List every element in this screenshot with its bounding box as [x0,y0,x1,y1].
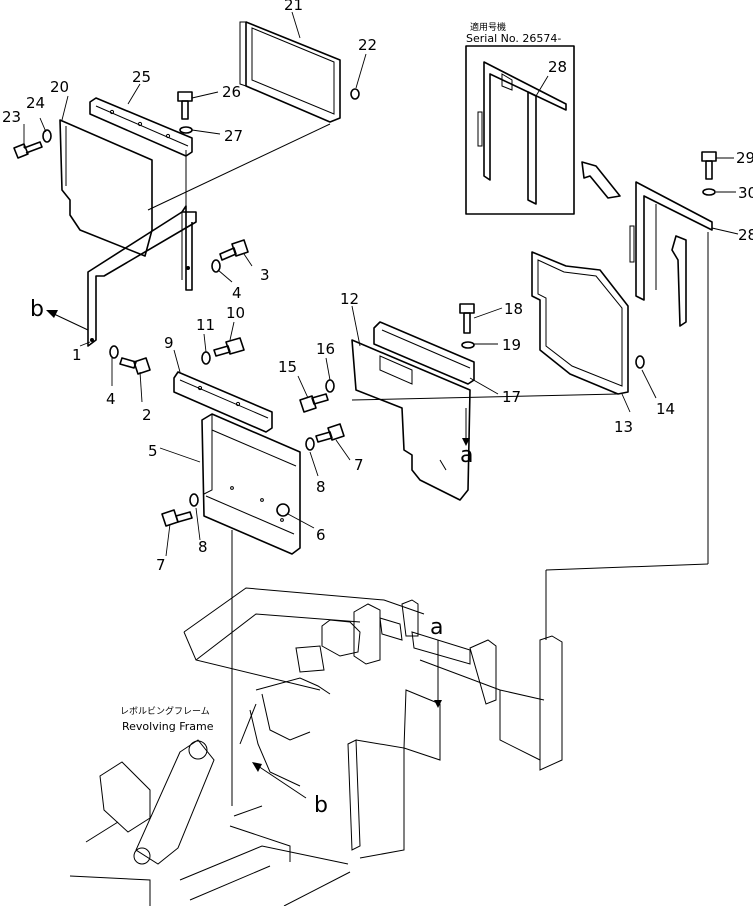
washer-8a [305,437,315,451]
connection-lines [46,123,709,806]
callout-28a: 28 [548,58,567,76]
callout-3: 3 [260,266,270,284]
ref-letter-b-bottom: b [314,793,328,818]
bolt-18 [459,303,475,334]
callout-8b: 8 [198,538,208,556]
callout-2: 2 [142,406,152,424]
callout-17: 17 [502,388,521,406]
callout-15: 15 [278,358,297,376]
washer-16 [325,379,335,393]
cover-plate-5 [201,413,301,555]
callout-21: 21 [284,0,303,14]
callout-24: 24 [26,94,45,112]
gasket-panel-13 [531,251,629,395]
callout-27: 27 [224,127,243,145]
serial-inset-box [465,45,575,215]
callout-10: 10 [226,304,245,322]
bolt-10 [213,337,245,357]
cover-plate-12 [351,339,471,501]
washer-11 [201,351,211,365]
gasket-panel-21 [239,21,341,123]
callout-13: 13 [614,418,633,436]
frame-label: Revolving Frame [122,720,214,733]
callout-19: 19 [502,336,521,354]
callout-29: 29 [736,149,753,167]
bracket-17 [373,321,475,385]
callout-18: 18 [504,300,523,318]
revolving-frame [69,587,563,906]
bolt-7a [315,423,345,443]
frame-jp-label: レボルビングフレーム [120,705,210,717]
bolt-7b [161,509,193,527]
grommet-14 [635,355,645,369]
callout-11: 11 [196,316,215,334]
washer-30 [702,188,716,196]
washer-4b [109,345,119,359]
callout-9: 9 [164,334,174,352]
washer-19 [461,341,475,349]
callout-16: 16 [316,340,335,358]
bolt-29 [701,151,717,180]
callout-22: 22 [358,36,377,54]
callout-30: 30 [738,184,753,202]
callout-7b: 7 [156,556,166,574]
callout-4b: 4 [106,390,116,408]
callout-8a: 8 [316,478,326,496]
callout-1: 1 [72,346,82,364]
callout-5: 5 [148,442,158,460]
washer-24 [42,129,52,143]
bracket-28 [629,181,713,327]
callout-7a: 7 [354,456,364,474]
bolt-3 [219,239,249,261]
washer-4a [211,259,221,273]
bracket-9 [173,371,273,433]
bolt-26 [177,91,193,120]
bolt-2 [119,357,151,375]
ref-letter-b-top: b [30,297,44,322]
cover-plate-20 [59,119,153,257]
callout-4a: 4 [232,284,242,302]
bolt-15 [299,393,329,413]
callout-26: 26 [222,83,241,101]
callout-6: 6 [316,526,326,544]
serial-label: Serial No. 26574- [466,32,561,45]
frame-bracket-1 [87,205,197,347]
serial-jp-label: 適用号機 [470,21,506,33]
callout-28b: 28 [738,226,753,244]
callout-labels: 1 2 3 4 4 5 6 7 7 8 8 9 10 11 12 13 14 1… [2,0,753,574]
washer-8b [189,493,199,507]
callout-23: 23 [2,108,21,126]
callout-12: 12 [340,290,359,308]
ref-letter-a-mid: a [460,443,473,468]
arrow-shape-detail [581,161,621,199]
callout-14: 14 [656,400,675,418]
callout-20: 20 [50,78,69,96]
ref-letter-a-bottom: a [430,615,443,640]
callout-25: 25 [132,68,151,86]
grommet-22 [350,88,360,100]
bolt-23 [13,141,43,159]
washer-27 [179,126,193,134]
bracket-25 [89,97,193,157]
leader-lines [23,11,739,557]
plug-6 [276,503,290,517]
